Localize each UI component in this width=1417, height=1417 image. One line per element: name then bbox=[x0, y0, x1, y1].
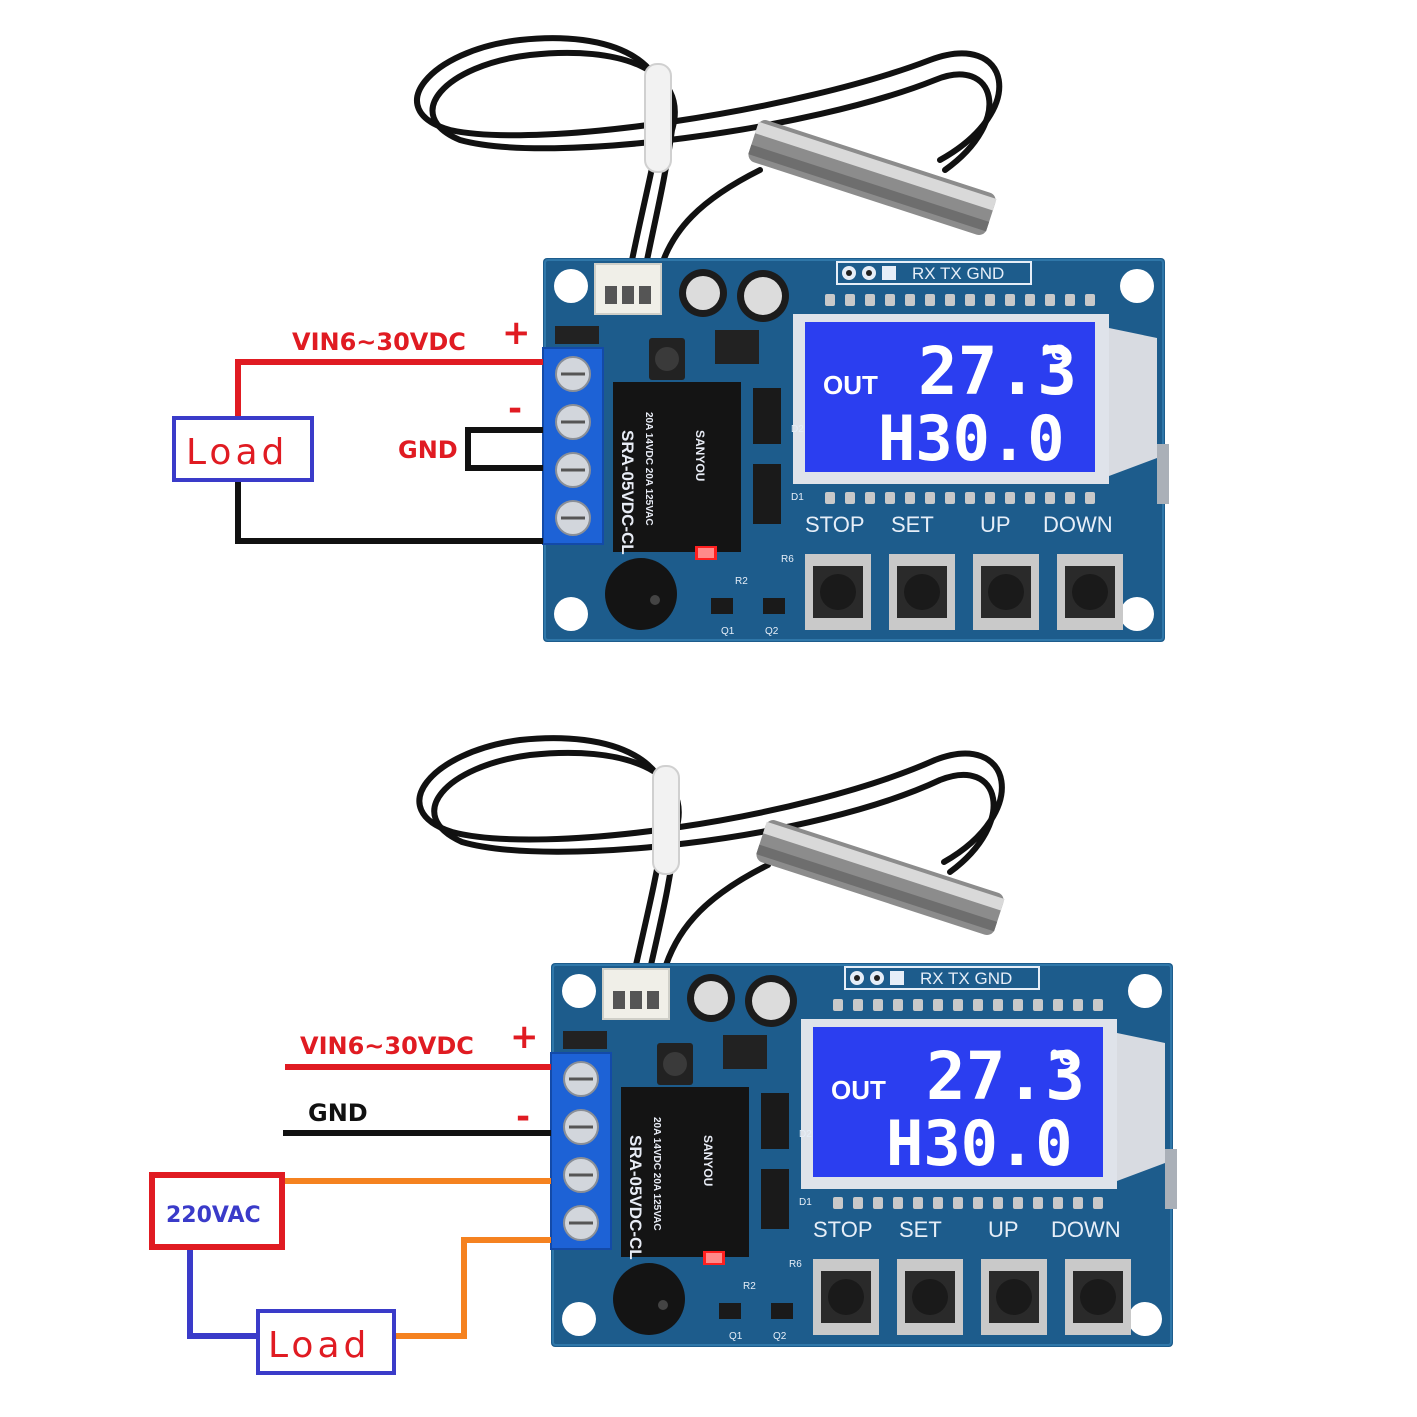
silk-d2: D2 bbox=[791, 424, 804, 435]
button-label-up: UP bbox=[980, 512, 1011, 537]
load-box bbox=[256, 1309, 396, 1375]
bottom-module: RX TX GND OUT 27.3 °C H30.0 SRA-05VDC-CL… bbox=[149, 735, 1179, 1375]
lcd-out-indicator: OUT bbox=[831, 1075, 886, 1105]
lcd-unit: °C bbox=[1042, 340, 1067, 365]
button-label-down: DOWN bbox=[1043, 512, 1113, 537]
silk-r2: R2 bbox=[743, 1281, 756, 1292]
relay-spec: 20A 14VDC 20A 125VAC bbox=[651, 1117, 662, 1231]
load-label: Load bbox=[186, 432, 288, 473]
silk-q2: Q2 bbox=[773, 1331, 787, 1342]
button-label-up: UP bbox=[988, 1217, 1019, 1242]
load-box bbox=[172, 416, 314, 482]
silk-r6: R6 bbox=[781, 554, 794, 565]
lcd-setpoint: H30.0 bbox=[878, 402, 1065, 475]
button-label-stop: STOP bbox=[813, 1217, 873, 1242]
load-switched-wire bbox=[396, 1237, 551, 1339]
cable-tie bbox=[644, 63, 672, 173]
header-label: RX TX GND bbox=[920, 969, 1012, 988]
top-module: RX TX GND OUT 27.3 °C H30.0 SRA-05VDC-CL… bbox=[172, 35, 1171, 644]
silk-r2: R2 bbox=[735, 576, 748, 587]
button-label-set: SET bbox=[891, 512, 934, 537]
temperature-probe bbox=[756, 820, 1005, 936]
gnd-label: GND bbox=[398, 436, 458, 464]
gnd-wire bbox=[465, 427, 543, 471]
lcd-unit: °C bbox=[1050, 1045, 1075, 1070]
plus-sign: + bbox=[502, 313, 531, 353]
silk-q1: Q1 bbox=[721, 626, 735, 637]
silk-d1: D1 bbox=[799, 1197, 812, 1208]
vin-label: VIN6~30VDC bbox=[300, 1032, 474, 1060]
temperature-probe-cable bbox=[414, 35, 1003, 273]
lcd-temperature: 27.3 bbox=[918, 333, 1077, 410]
silk-q2: Q2 bbox=[765, 626, 779, 637]
minus-sign: - bbox=[516, 1097, 530, 1137]
relay-brand: SANYOU bbox=[693, 430, 707, 481]
button-label-down: DOWN bbox=[1051, 1217, 1121, 1242]
ac-source-box bbox=[149, 1172, 285, 1250]
ac-label: 220VAC bbox=[166, 1203, 261, 1228]
temperature-probe bbox=[748, 120, 997, 236]
vin-wire bbox=[235, 359, 543, 416]
lcd-setpoint: H30.0 bbox=[886, 1107, 1073, 1180]
silk-d1: D1 bbox=[791, 492, 804, 503]
cable-tie bbox=[652, 765, 680, 875]
ac-neutral-wire bbox=[187, 1249, 258, 1339]
relay-model: SRA-05VDC-CL bbox=[618, 430, 637, 555]
silk-r6: R6 bbox=[789, 1259, 802, 1270]
minus-sign: - bbox=[508, 389, 522, 429]
button-label-stop: STOP bbox=[805, 512, 865, 537]
button-label-set: SET bbox=[899, 1217, 942, 1242]
temperature-probe-cable bbox=[416, 735, 1005, 968]
relay-brand: SANYOU bbox=[701, 1135, 715, 1186]
lcd-out-indicator: OUT bbox=[823, 370, 878, 400]
silk-q1: Q1 bbox=[729, 1331, 743, 1342]
silk-d2: D2 bbox=[799, 1129, 812, 1140]
vin-label: VIN6~30VDC bbox=[292, 328, 466, 356]
relay-model: SRA-05VDC-CL bbox=[626, 1135, 645, 1260]
load-label: Load bbox=[268, 1325, 370, 1366]
relay-spec: 20A 14VDC 20A 125VAC bbox=[643, 412, 654, 526]
lcd-temperature: 27.3 bbox=[926, 1038, 1085, 1115]
header-label: RX TX GND bbox=[912, 264, 1004, 283]
load-return-wire bbox=[235, 480, 543, 544]
gnd-label: GND bbox=[308, 1099, 368, 1127]
plus-sign: + bbox=[510, 1017, 539, 1057]
